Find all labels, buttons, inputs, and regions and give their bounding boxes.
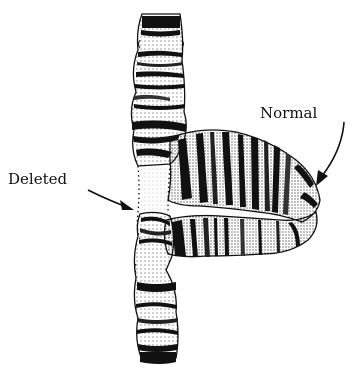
- deleted-label-group: Deleted: [8, 170, 134, 210]
- normal-loop-upper-arm: [168, 130, 320, 222]
- normal-arrow: [322, 122, 344, 176]
- lower-chromosome-segment: [134, 212, 178, 364]
- deleted-label: Deleted: [8, 170, 67, 188]
- normal-arrowhead: [316, 170, 328, 186]
- deleted-arrowhead: [120, 200, 134, 210]
- normal-label: Normal: [260, 104, 317, 122]
- deleted-arrow: [88, 190, 124, 206]
